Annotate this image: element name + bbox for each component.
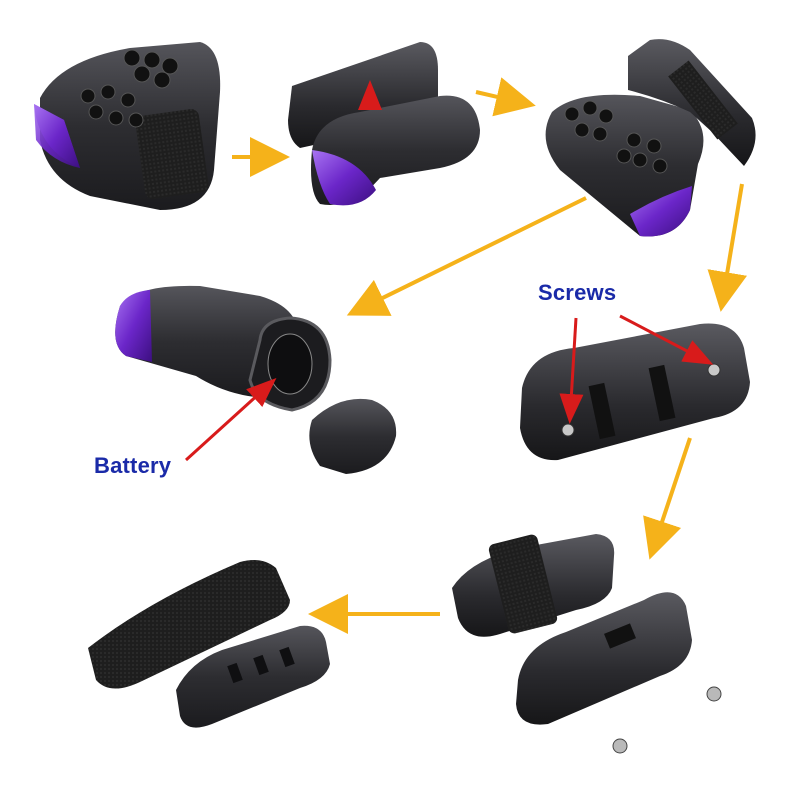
purple-led-cap-4 xyxy=(115,290,152,362)
bracket-with-screws xyxy=(520,314,750,461)
screw-left xyxy=(561,423,575,437)
velcro-strap xyxy=(135,108,209,200)
screw-right xyxy=(707,363,721,377)
battery-cover xyxy=(309,398,397,474)
loose-screw-2 xyxy=(612,738,628,754)
strap-coil xyxy=(488,534,558,634)
battery-label: Battery xyxy=(94,453,172,478)
remote-separated xyxy=(545,94,704,237)
plastic-clip xyxy=(176,625,330,728)
remote-with-strap xyxy=(34,42,221,210)
arrow-bracket-to-disassembled xyxy=(643,437,692,560)
arrow-step3-to-bracket xyxy=(707,183,747,312)
battery-compartment-view xyxy=(115,285,397,474)
arrow-step3-to-battery xyxy=(346,196,587,316)
bracket-disassembled xyxy=(452,534,722,754)
purple-led-cap-2 xyxy=(312,150,376,206)
velcro-strap-flat xyxy=(88,560,290,689)
arrow-step2-to-step3 xyxy=(475,77,536,117)
remote-on-bracket xyxy=(288,42,480,206)
remote-buttons xyxy=(80,49,179,128)
screws-label: Screws xyxy=(538,280,617,305)
loose-screw-1 xyxy=(706,686,722,702)
bracket-body xyxy=(520,323,750,461)
screws-pointer-left xyxy=(559,317,584,424)
screws-pointer-right xyxy=(619,314,714,365)
bracket-lower-half xyxy=(516,592,692,725)
bracket-separated xyxy=(628,39,756,166)
strap-and-clip xyxy=(88,560,330,728)
battery-pointer xyxy=(184,377,277,462)
purple-led-cap-3 xyxy=(630,186,692,237)
coin-battery xyxy=(267,333,313,395)
strap-loop xyxy=(668,60,738,140)
